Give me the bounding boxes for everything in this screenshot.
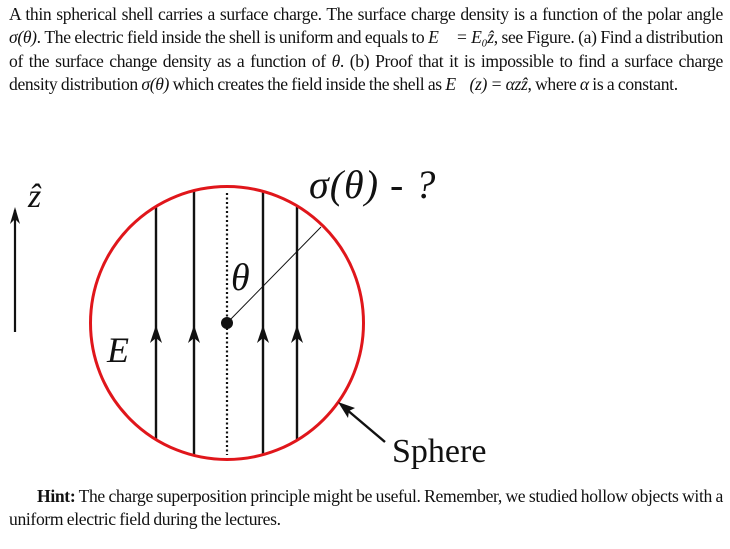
math-field: E⃗ = E₀ẑ (428, 27, 494, 48)
arrowhead (188, 325, 200, 343)
math-sigma: σ(θ) (9, 27, 37, 48)
problem-text: which creates the field inside the shell… (169, 74, 446, 95)
sphere-label: Sphere (392, 433, 486, 470)
sphere-pointer-arrowhead (338, 402, 355, 418)
hint-label: Hint: (37, 486, 76, 506)
sphere-outline (89, 185, 365, 461)
arrowhead (291, 325, 303, 343)
problem-text: . (b) Proof that it is impossible to fin… (9, 50, 724, 95)
math-theta: θ (331, 50, 341, 71)
sphere-pointer-arrow (345, 408, 386, 443)
field-arrowheads (150, 325, 303, 343)
sigma-label: σ(θ) - ? (309, 162, 436, 207)
problem-text: is a constant. (588, 74, 678, 95)
radius-line (226, 226, 322, 324)
problem-text: , see Figure. (a) Find a distribution of… (9, 27, 723, 71)
z-label: ẑ (27, 178, 42, 215)
center-dot (221, 317, 233, 329)
hint-text: The charge superposition principle might… (9, 486, 723, 530)
arrowhead (150, 325, 162, 343)
problem-statement: A thin spherical shell carries a surface… (9, 3, 723, 97)
hint: Hint: The charge superposition principle… (9, 485, 723, 532)
math-field: E⃗(z) = αzẑ (445, 74, 528, 95)
problem-text: . The electric field inside the shell is… (36, 27, 429, 48)
z-axis-arrowhead (10, 207, 20, 224)
e-field-label: E⃗ (106, 330, 157, 370)
problem-text: , where (527, 74, 580, 95)
math-alpha: α (579, 74, 589, 95)
problem-text: A thin spherical shell carries a surface… (9, 4, 723, 24)
theta-label: θ (231, 257, 250, 299)
math-sigma: σ(θ) (141, 74, 170, 95)
field-lines (154, 191, 299, 455)
arrowhead (257, 325, 269, 343)
